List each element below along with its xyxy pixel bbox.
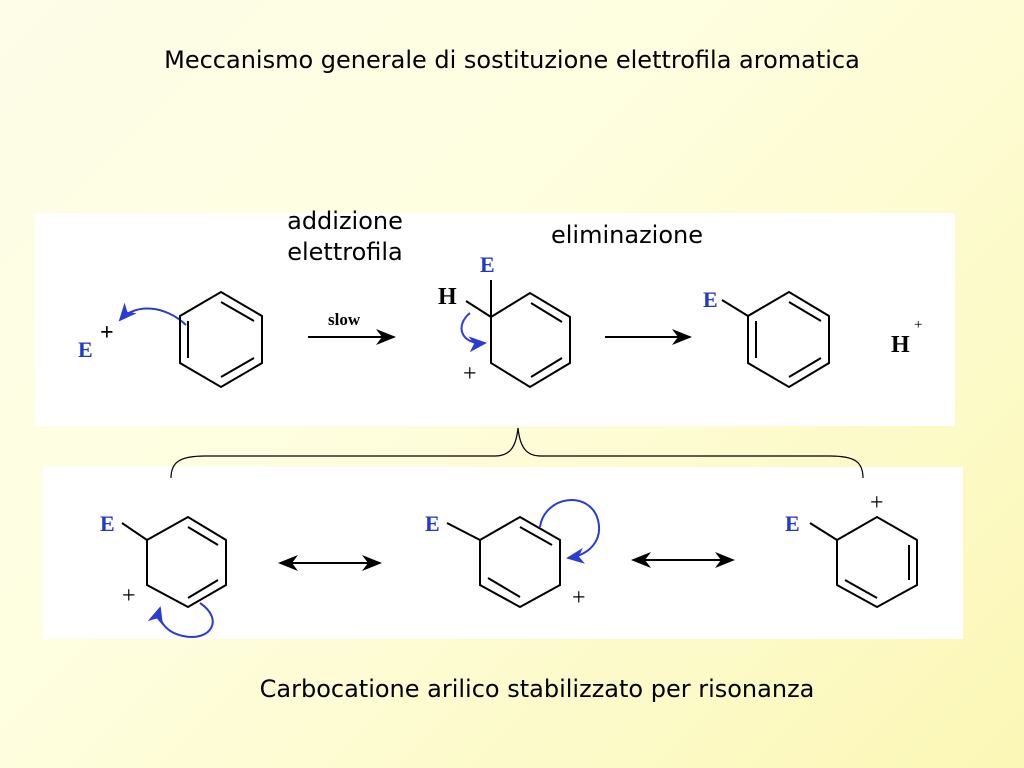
resonance-panel [43, 467, 963, 639]
resonance1-e-label: E [100, 511, 115, 536]
resonance1-charge: + [122, 583, 136, 609]
electrophile-label: E [78, 337, 93, 362]
resonance3-e-label: E [785, 511, 800, 536]
slide-title: Meccanismo generale di sostituzione elet… [164, 46, 860, 74]
resonance-form-1-ring [121, 515, 227, 609]
proton-charge: + [914, 317, 922, 333]
reaction-panel [35, 213, 955, 426]
curly-arrow-attack [118, 302, 187, 326]
intermediate-e-label: E [480, 252, 495, 277]
resonance2-e-label: E [425, 511, 440, 536]
resonance3-charge: + [870, 490, 884, 516]
caption: Carbocatione arilico stabilizzato per ri… [259, 675, 815, 703]
product-e-label: E [703, 287, 718, 312]
resonance-form-3-ring [809, 515, 918, 609]
step-label-addition: addizione elettrofila [287, 207, 403, 266]
slow-label: slow [328, 310, 361, 329]
curly-arrow-resonance-1 [147, 602, 214, 638]
resonance-form-2-ring [446, 515, 561, 609]
intermediate-charge: + [463, 361, 477, 387]
intermediate-h-label: H [438, 284, 457, 310]
electrophile-charge: + [100, 320, 114, 346]
proton-label: H [891, 332, 910, 358]
resonance2-charge: + [572, 585, 586, 611]
curly-arrow-resonance-2 [539, 499, 601, 564]
curly-arrow-deprotonation [460, 312, 487, 353]
arenium-ring [465, 280, 571, 389]
benzene-ring-product [721, 290, 830, 389]
step-label-elimination: eliminazione [551, 221, 703, 249]
resonance-brace [170, 427, 864, 479]
benzene-ring-reactant [179, 290, 263, 389]
